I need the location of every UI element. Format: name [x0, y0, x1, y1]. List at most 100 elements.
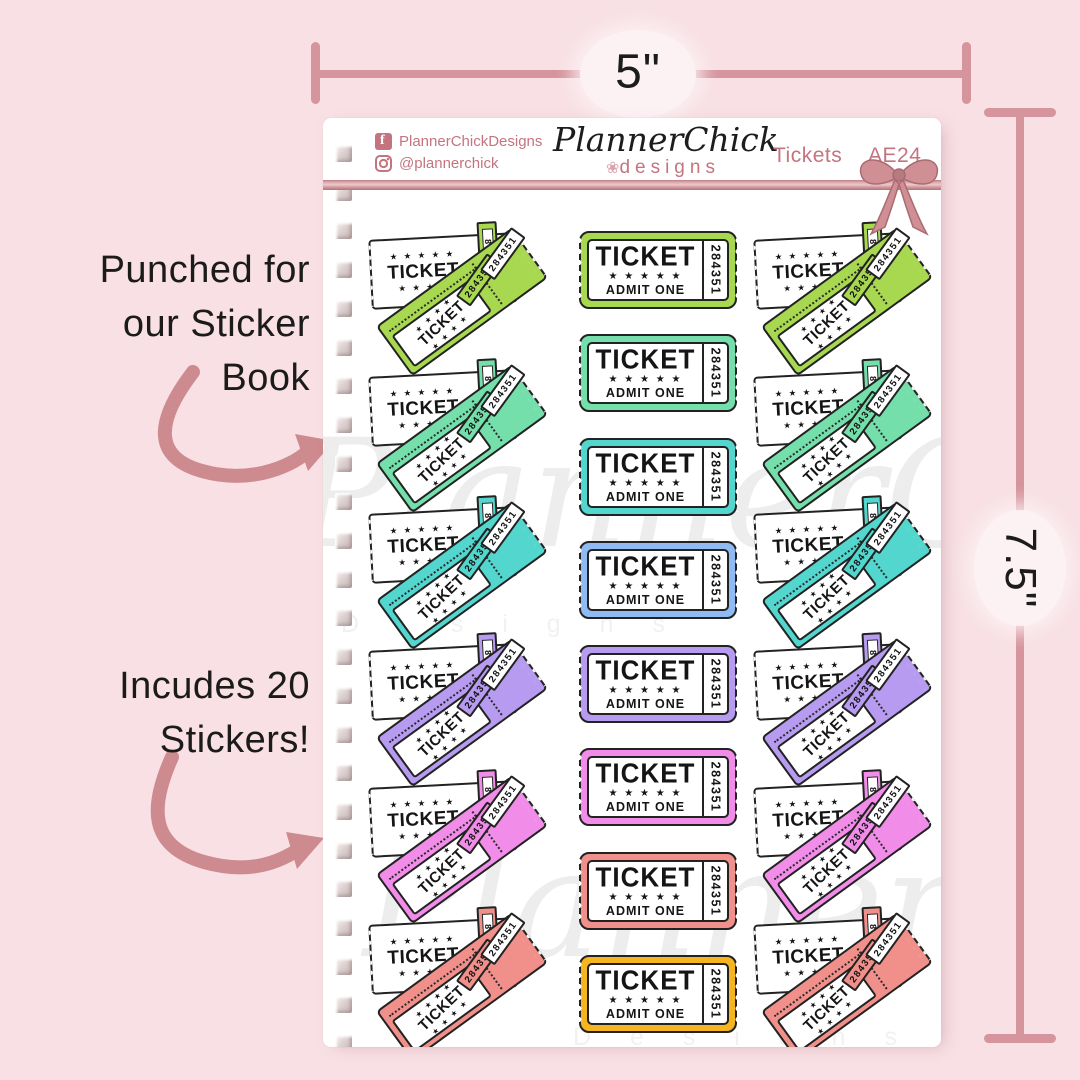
ticket-stub: 284351: [702, 655, 727, 713]
height-cap-bottom: [984, 1034, 1056, 1043]
ticket-stars: ★ ★ ★ ★ ★: [608, 271, 683, 283]
punch-hole: [335, 802, 352, 820]
punch-hole: [335, 880, 352, 898]
punch-hole: [335, 957, 352, 975]
brand-logo-sub: ❀designs: [553, 158, 773, 177]
ticket-number: 284351: [708, 451, 723, 503]
punched-note: Punched for our Sticker Book: [99, 249, 310, 399]
ticket-main: TICKET ★ ★ ★ ★ ★ ADMIT ONE: [589, 344, 702, 402]
punch-hole: [335, 570, 352, 588]
punch-hole: [335, 919, 352, 936]
ticket-number: 284351: [708, 761, 723, 813]
punch-hole: [335, 493, 352, 511]
single-ticket-sticker: TICKET ★ ★ ★ ★ ★ ADMIT ONE 284351: [578, 645, 737, 723]
single-ticket-sticker: TICKET ★ ★ ★ ★ ★ ADMIT ONE 284351: [578, 231, 737, 309]
ticket-number: 284351: [708, 865, 723, 917]
ticket-admit-one: ADMIT ONE: [605, 903, 686, 918]
ticket-stars: ★ ★ ★ ★ ★: [608, 685, 683, 697]
instagram-icon: [375, 155, 392, 172]
double-ticket-sticker: ★ ★ ★ ★ ★ TICKET ★ ★ ★ ★ 8 ★ ★ ★ ★ TICKE…: [368, 221, 549, 377]
ticket-face: TICKET ★ ★ ★ ★ ★ ADMIT ONE 284351: [587, 549, 729, 611]
ticket-grid: ★ ★ ★ ★ ★ TICKET ★ ★ ★ ★ 8 ★ ★ ★ ★ TICKE…: [323, 118, 941, 1047]
single-ticket-sticker: TICKET ★ ★ ★ ★ ★ ADMIT ONE 284351: [578, 748, 737, 826]
ticket-admit-one: ADMIT ONE: [605, 799, 686, 814]
ticket-face: TICKET ★ ★ ★ ★ ★ ADMIT ONE 284351: [587, 239, 729, 301]
facebook-icon: [375, 133, 392, 150]
ticket-title: TICKET: [595, 549, 696, 583]
double-ticket-sticker: ★ ★ ★ ★ ★ TICKET ★ ★ ★ ★ 8 ★ ★ ★ ★ TICKE…: [753, 358, 934, 514]
ticket-main: TICKET ★ ★ ★ ★ ★ ADMIT ONE: [589, 862, 702, 920]
double-ticket-sticker: ★ ★ ★ ★ ★ TICKET ★ ★ ★ ★ 8 ★ ★ ★ ★ TICKE…: [753, 769, 934, 925]
ticket-main: TICKET ★ ★ ★ ★ ★ ADMIT ONE: [589, 241, 702, 299]
punch-hole: [335, 299, 352, 317]
ticket-stars: ★ ★ ★ ★ ★: [608, 374, 683, 386]
product-name: Tickets: [773, 144, 843, 167]
punch-hole: [335, 338, 352, 356]
ticket-face: TICKET ★ ★ ★ ★ ★ ADMIT ONE 284351: [587, 446, 729, 508]
ticket-stars: ★ ★ ★ ★ ★: [608, 478, 683, 490]
ticket-number: 284351: [708, 244, 723, 296]
ticket-stars: ★ ★ ★ ★ ★: [608, 581, 683, 593]
width-cap-right: [962, 42, 971, 104]
includes-note: Incudes 20 Stickers!: [119, 665, 310, 761]
double-ticket-sticker: ★ ★ ★ ★ ★ TICKET ★ ★ ★ ★ 8 ★ ★ ★ ★ TICKE…: [753, 906, 934, 1047]
ticket-stub: 284351: [702, 965, 727, 1023]
punch-hole: [335, 222, 352, 240]
ticket-stub: 284351: [702, 862, 727, 920]
divider-ribbon: [323, 180, 941, 190]
brand-logo-name: PlannerChick: [553, 120, 779, 159]
facebook-handle: PlannerChickDesigns: [399, 133, 543, 150]
brand-logo: PlannerChick ❀designs: [553, 120, 779, 177]
ticket-admit-one: ADMIT ONE: [605, 592, 686, 607]
ticket-main: TICKET ★ ★ ★ ★ ★ ADMIT ONE: [589, 551, 702, 609]
single-ticket-sticker: TICKET ★ ★ ★ ★ ★ ADMIT ONE 284351: [578, 438, 737, 516]
single-ticket-sticker: TICKET ★ ★ ★ ★ ★ ADMIT ONE 284351: [578, 955, 737, 1033]
width-label-bubble: [580, 30, 696, 118]
single-ticket-sticker: TICKET ★ ★ ★ ★ ★ ADMIT ONE 284351: [578, 852, 737, 930]
width-cap-left: [311, 42, 320, 104]
punch-hole: [335, 686, 352, 704]
ticket-stub: 284351: [702, 551, 727, 609]
flower-icon: ❀: [606, 160, 620, 178]
double-ticket-sticker: ★ ★ ★ ★ ★ TICKET ★ ★ ★ ★ 8 ★ ★ ★ ★ TICKE…: [368, 358, 549, 514]
single-ticket-sticker: TICKET ★ ★ ★ ★ ★ ADMIT ONE 284351: [578, 334, 737, 412]
ticket-admit-one: ADMIT ONE: [605, 489, 686, 504]
double-ticket-sticker: ★ ★ ★ ★ ★ TICKET ★ ★ ★ ★ 8 ★ ★ ★ ★ TICKE…: [753, 632, 934, 788]
ticket-main: TICKET ★ ★ ★ ★ ★ ADMIT ONE: [589, 758, 702, 816]
ticket-admit-one: ADMIT ONE: [605, 385, 686, 400]
ticket-face: TICKET ★ ★ ★ ★ ★ ADMIT ONE 284351: [587, 653, 729, 715]
double-ticket-sticker: ★ ★ ★ ★ ★ TICKET ★ ★ ★ ★ 8 ★ ★ ★ ★ TICKE…: [368, 906, 549, 1047]
ticket-admit-one: ADMIT ONE: [605, 696, 686, 711]
double-ticket-sticker: ★ ★ ★ ★ ★ TICKET ★ ★ ★ ★ 8 ★ ★ ★ ★ TICKE…: [368, 769, 549, 925]
ticket-main: TICKET ★ ★ ★ ★ ★ ADMIT ONE: [589, 448, 702, 506]
double-ticket-sticker: ★ ★ ★ ★ ★ TICKET ★ ★ ★ ★ 8 ★ ★ ★ ★ TICKE…: [368, 495, 549, 651]
ticket-face: TICKET ★ ★ ★ ★ ★ ADMIT ONE 284351: [587, 963, 729, 1025]
punch-hole: [335, 648, 352, 666]
includes-arrow: [150, 750, 303, 875]
ticket-main: TICKET ★ ★ ★ ★ ★ ADMIT ONE: [589, 655, 702, 713]
ticket-face: TICKET ★ ★ ★ ★ ★ ADMIT ONE 284351: [587, 342, 729, 404]
ticket-face: TICKET ★ ★ ★ ★ ★ ADMIT ONE 284351: [587, 860, 729, 922]
ticket-admit-one: ADMIT ONE: [605, 282, 686, 297]
ticket-stars: ★ ★ ★ ★ ★: [608, 892, 683, 904]
brand-logo-sub-text: designs: [619, 157, 720, 179]
single-ticket-sticker: TICKET ★ ★ ★ ★ ★ ADMIT ONE 284351: [578, 541, 737, 619]
instagram-handle: @plannerchick: [399, 155, 499, 172]
height-cap-top: [984, 108, 1056, 117]
punch-hole: [335, 415, 352, 433]
ticket-title: TICKET: [595, 446, 696, 480]
punch-hole: [335, 764, 352, 782]
ticket-number: 284351: [708, 968, 723, 1020]
bow-icon: [859, 159, 939, 236]
punch-hole: [335, 261, 352, 279]
ticket-title: TICKET: [595, 963, 696, 997]
ticket-stars: ★ ★ ★ ★ ★: [608, 788, 683, 800]
ticket-title: TICKET: [595, 860, 696, 894]
punch-hole: [335, 532, 352, 549]
includes-arrow-head: [286, 832, 324, 869]
ticket-number: 284351: [708, 554, 723, 606]
punch-hole: [335, 377, 352, 395]
ticket-stars: ★ ★ ★ ★ ★: [608, 995, 683, 1007]
punch-hole: [335, 996, 352, 1014]
ticket-title: TICKET: [595, 342, 696, 376]
